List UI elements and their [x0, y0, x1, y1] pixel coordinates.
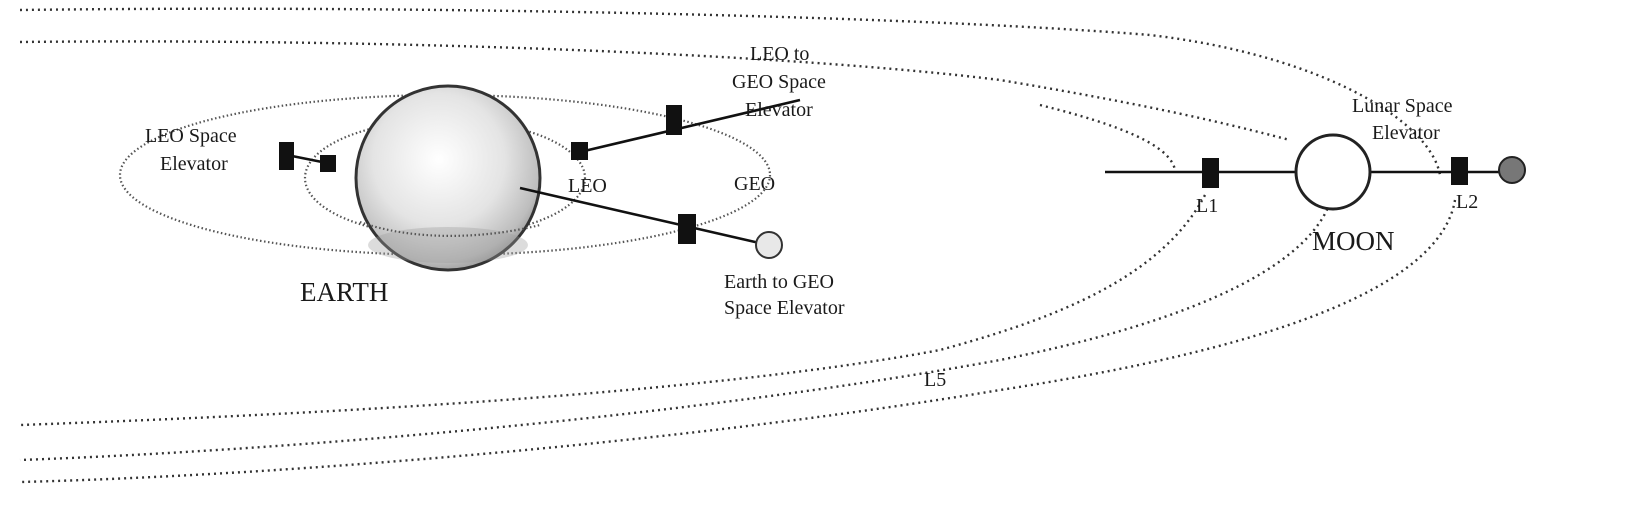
- orbit-path-top-3: [1039, 103, 1177, 171]
- leo-to-geo-climber: [571, 142, 588, 160]
- orbit-path-l1-loop: [19, 194, 1207, 427]
- l5-label: L5: [924, 369, 946, 391]
- lunar-counterweight: [1498, 156, 1526, 184]
- leo-orbit: [303, 118, 587, 238]
- leo-orbit-front-arc: [359, 220, 541, 237]
- leo-space-elevator: [279, 142, 336, 172]
- lunar-orbit-paths: [19, 7, 1457, 484]
- l1-label: L1: [1196, 195, 1218, 217]
- l1-station: [1202, 158, 1219, 188]
- leo-to-geo-station: [666, 105, 682, 135]
- lunar-elevator-label-line-1: Lunar Space: [1352, 95, 1453, 117]
- leo-elevator-label-line-2: Elevator: [160, 153, 228, 175]
- leo-to-geo-label-line-1: LEO to: [750, 43, 809, 65]
- geo-orbit: [118, 93, 772, 257]
- leo-elevator-label-line-1: LEO Space: [145, 125, 237, 147]
- earth: [354, 84, 542, 272]
- leo-to-geo-label-line-3: Elevator: [745, 99, 813, 121]
- earth-to-geo-station: [678, 214, 696, 244]
- l2-label: L2: [1456, 191, 1478, 213]
- leo-to-geo-space-elevator: [571, 98, 801, 160]
- orbit-path-moon-loop: [19, 179, 1337, 462]
- earth-to-geo-space-elevator: [519, 186, 783, 259]
- leo-elevator-climber: [320, 155, 336, 172]
- moon-label: MOON: [1312, 226, 1395, 256]
- orbit-path-top-1: [19, 7, 1442, 176]
- l2-station: [1451, 157, 1468, 185]
- earth-label: EARTH: [300, 277, 388, 307]
- leo-elevator-counterweight: [279, 142, 294, 170]
- leo-to-geo-label-line-2: GEO Space: [732, 71, 826, 93]
- lunar-elevator-label-line-2: Elevator: [1372, 122, 1440, 144]
- geo-orbit-label: GEO: [734, 173, 775, 195]
- earth-to-geo-counterweight: [755, 231, 783, 259]
- moon: [1294, 133, 1372, 211]
- orbit-path-l2-loop: [19, 199, 1457, 484]
- leo-orbit-label: LEO: [568, 175, 607, 197]
- earth-to-geo-label-line-1: Earth to GEO: [724, 271, 834, 293]
- earth-to-geo-label-line-2: Space Elevator: [724, 297, 845, 319]
